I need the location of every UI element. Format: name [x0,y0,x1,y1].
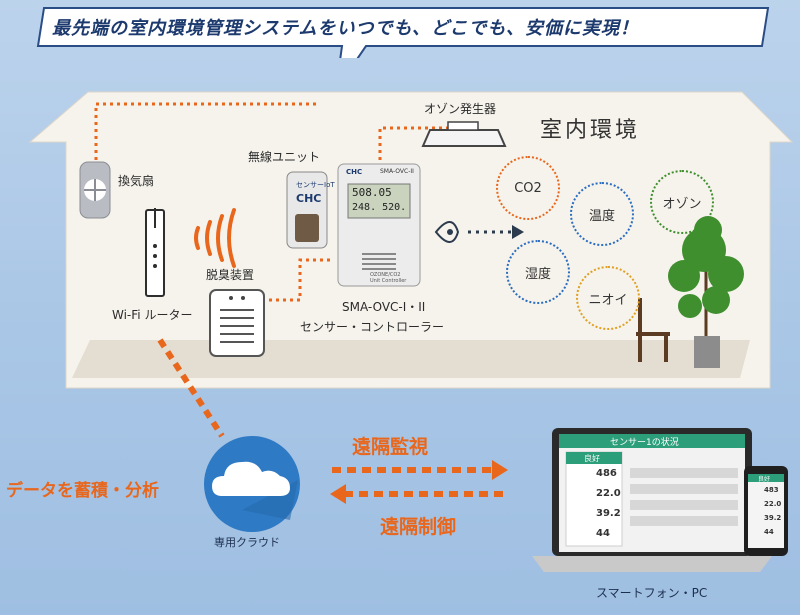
sensor-humidity: 湿度 [506,240,570,304]
controller-reading-4: 520 [382,202,401,213]
sensor-odor: ニオイ [576,266,640,330]
sensor-ozone: オゾン [650,170,714,234]
screen-value-1: 486 [596,468,617,479]
screen-value-4: 44 [596,528,610,539]
controller-reading-3: 248 [352,202,371,213]
controller-model: SMA-OVC-II [380,168,414,175]
phone-value-2: 22.0 [764,500,782,508]
cloud-label: 専用クラウド [214,536,280,549]
screen-value-3: 39.2 [596,508,621,519]
fan-label: 換気扇 [118,174,155,188]
screen-status: 良好 [584,454,600,463]
devices-label: スマートフォン・PC [596,586,708,600]
controller-reading-2: 05 [378,186,392,199]
remote-control-label: 遠隔制御 [380,516,457,538]
headline: 最先端の室内環境管理システムをいつでも、どこでも、安価に実現！ [52,18,639,39]
cloud-icon [212,461,290,496]
remote-monitor-label: 遠隔監視 [352,436,429,458]
deodorizer-label: 脱臭装置 [206,268,255,282]
eye-icon [434,221,460,243]
phone-status: 良好 [758,476,771,483]
phone-value-3: 39.2 [764,514,782,522]
sensor-temperature: 温度 [570,182,634,246]
controller-name: SMA-OVC-I・II [342,300,426,314]
phone-value-1: 483 [764,486,779,494]
ozone-generator-label: オゾン発生器 [424,102,497,116]
controller-bottom-2: Unit Controller [370,278,407,284]
cloud-data-label: データを蓄積・分析 [6,481,159,501]
wireless-unit-brand: CHC [296,192,322,205]
wireless-unit-tag: センサーIoT [296,181,335,189]
controller-brand: CHC [346,168,363,176]
router-label: Wi-Fi ルーター [112,308,193,322]
phone-value-4: 44 [764,528,774,536]
wireless-unit-label: 無線ユニット [248,150,321,164]
controller-subtitle: センサー・コントローラー [300,320,445,334]
room-title: 室内環境 [540,118,641,143]
screen-title: センサー1の状況 [610,438,679,448]
headline-bubble [36,7,770,58]
screen-value-2: 22.0 [596,488,621,499]
sensor-co2: CO2 [496,156,560,220]
controller-bottom-1: OZONE/CO2 [370,272,401,278]
controller-reading-1: 508 [352,186,372,199]
